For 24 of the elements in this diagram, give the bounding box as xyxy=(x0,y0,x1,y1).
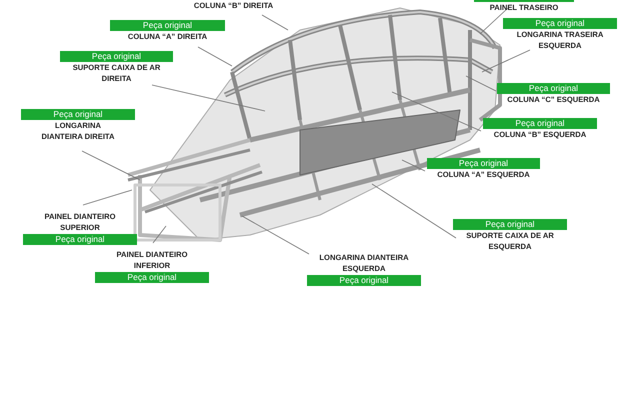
label-tag: Peça original xyxy=(60,51,173,62)
leader-line xyxy=(480,8,508,34)
leader-line xyxy=(372,184,456,238)
leader-line xyxy=(198,46,232,66)
leader-line xyxy=(466,76,496,92)
label-tag: Peça original xyxy=(497,83,610,94)
label-tag: Peça original xyxy=(307,275,421,286)
label-tag: Peça original xyxy=(427,158,540,169)
leader-line xyxy=(152,226,166,244)
leader-line xyxy=(392,92,482,132)
leader-line xyxy=(482,50,530,72)
leader-line xyxy=(262,14,288,30)
leader-line xyxy=(242,216,310,254)
label-tag: Peça original xyxy=(110,20,225,31)
leader-line xyxy=(82,150,140,180)
leader-line xyxy=(152,84,266,112)
label-tag: Peça original xyxy=(95,272,209,283)
label-tag: Peça original xyxy=(453,219,567,230)
leader-line xyxy=(82,190,132,206)
label-tag: Peça original xyxy=(23,234,137,245)
leader-line xyxy=(402,160,426,172)
label-tag: Peça original xyxy=(483,118,597,129)
label-tag: Peça original xyxy=(503,18,617,29)
label-tag: Peça original xyxy=(21,109,135,120)
